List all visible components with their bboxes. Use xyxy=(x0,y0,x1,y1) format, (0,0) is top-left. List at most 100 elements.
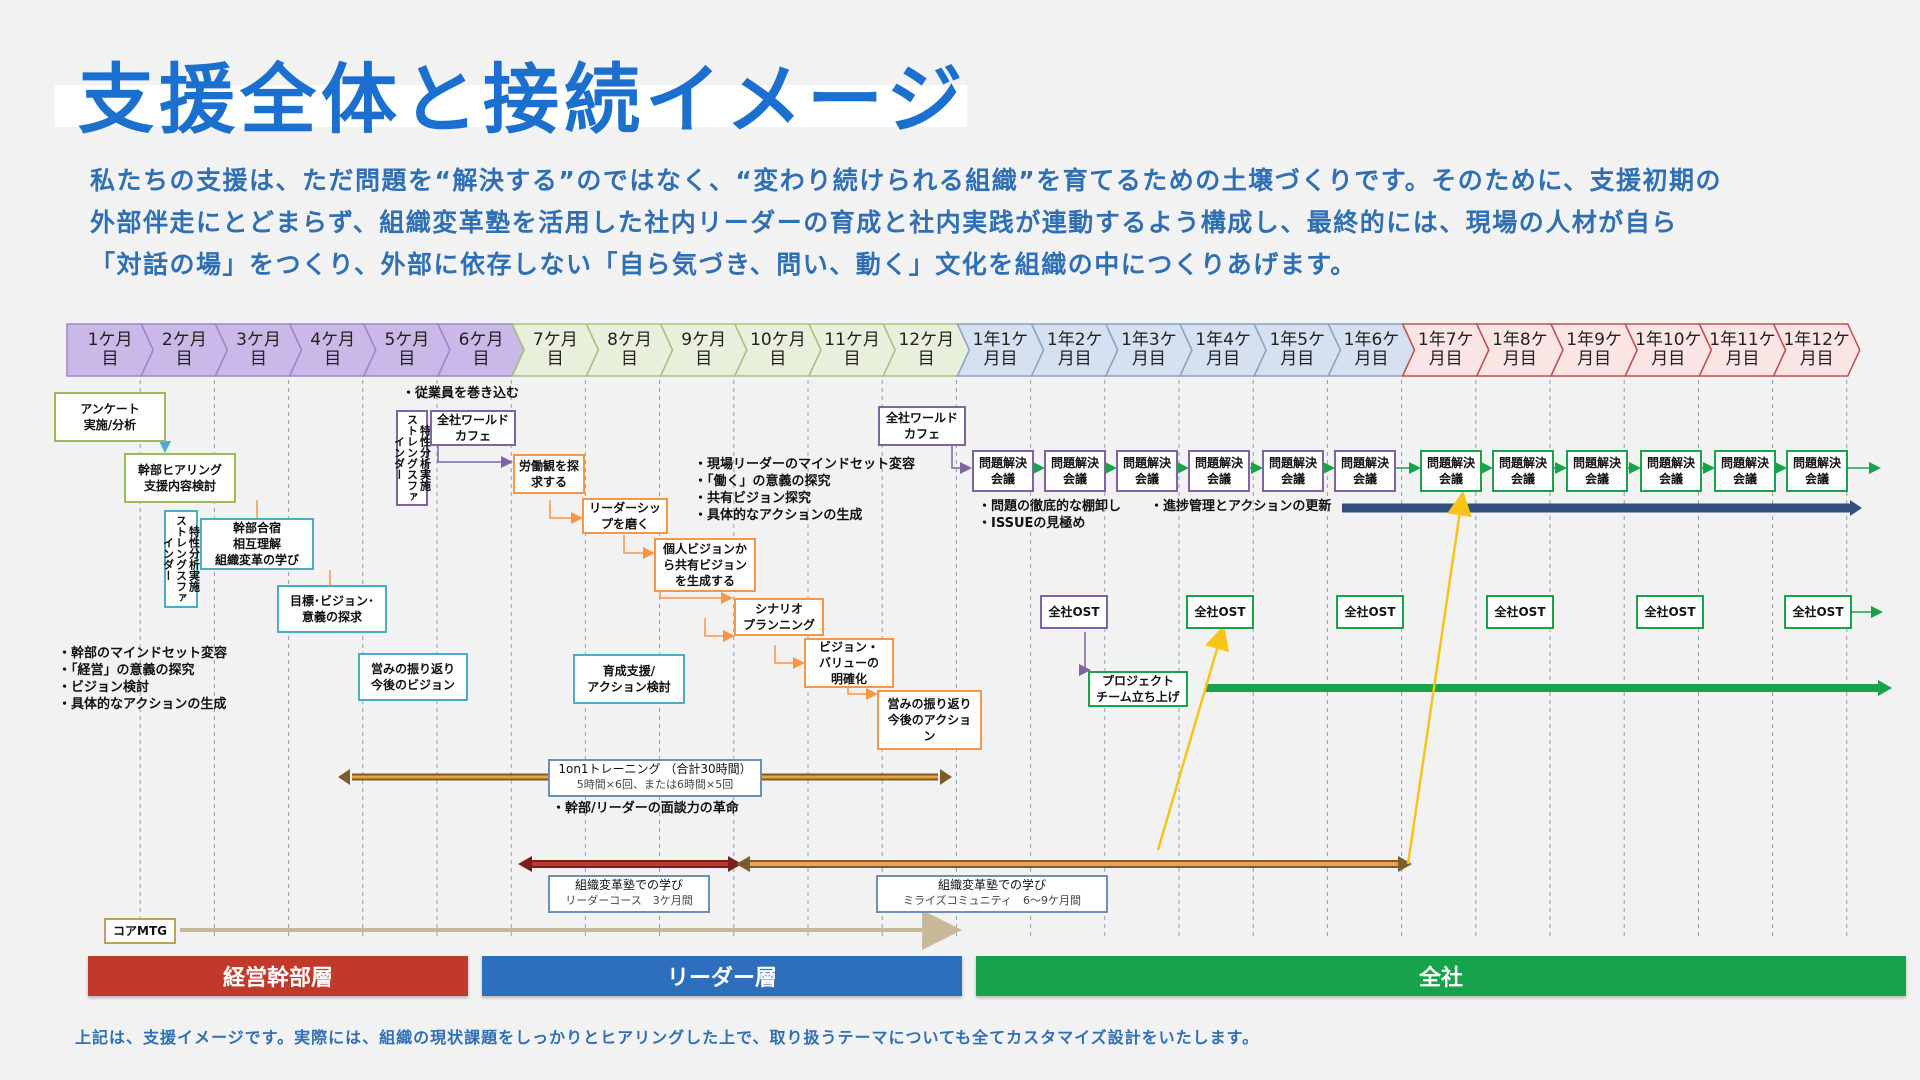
intro-paragraph: 私たちの支援は、ただ問題を“解決する”のではなく、“変わり続けられる組織”を育て… xyxy=(90,160,1860,286)
month-label: 目 xyxy=(324,349,341,369)
problem-meeting-box: 問題解決 会議 xyxy=(1492,450,1554,492)
month-label: 目 xyxy=(547,349,564,369)
problem-meeting-box: 問題解決 会議 xyxy=(1334,450,1396,492)
month-label: 月目 xyxy=(1132,349,1166,369)
problem-meeting-box: 問題解決 会議 xyxy=(1262,450,1324,492)
month-label: 目 xyxy=(398,349,415,369)
month-label: 月目 xyxy=(1651,349,1685,369)
month-label: 月目 xyxy=(1800,349,1834,369)
month-label: 月目 xyxy=(1429,349,1463,369)
problem-meeting-box: 問題解決 会議 xyxy=(1714,450,1776,492)
problem-meeting-box: 問題解決 会議 xyxy=(1420,450,1482,492)
month-label: 月目 xyxy=(1206,349,1240,369)
problem-meeting-box: 問題解決 会議 xyxy=(1786,450,1848,492)
intro-line: 「対話の場」をつくり、外部に依存しない「自ら気づき、問い、動く」文化を組織の中に… xyxy=(90,250,1357,279)
month-label: 目 xyxy=(695,349,712,369)
labor-view-box: 労働観を探 求する xyxy=(513,454,585,494)
month-label: 10ケ月 xyxy=(750,330,806,350)
world-cafe-box: 全社ワールド カフェ xyxy=(430,410,516,446)
month-label: 1ケ月 xyxy=(88,330,133,350)
month-label: 2ケ月 xyxy=(162,330,207,350)
involve-note: ・従業員を巻き込む xyxy=(402,386,520,401)
month-label: 目 xyxy=(176,349,193,369)
month-label: 8ケ月 xyxy=(607,330,652,350)
company-layer-band: 全社 xyxy=(976,956,1906,996)
exec-layer-band: 経営幹部層 xyxy=(88,956,468,996)
power-note: ・幹部/リーダーの面談力の革命 xyxy=(552,801,739,816)
problem-meeting-box: 問題解決 会議 xyxy=(1640,450,1702,492)
problem-notes: ・問題の徹底的な棚卸し ・ISSUEの見極め xyxy=(978,499,1122,531)
month-label: 1年6ケ xyxy=(1344,330,1400,350)
scenario-planning-box: シナリオ プランニング xyxy=(734,598,824,636)
month-label: 月目 xyxy=(1355,349,1389,369)
problem-meeting-box: 問題解決 会議 xyxy=(1116,450,1178,492)
month-label: 目 xyxy=(844,349,861,369)
review-leader-box: 営みの振り返り 今後のアクショ ン xyxy=(877,690,982,750)
month-label: 月目 xyxy=(1058,349,1092,369)
strength-finder-leader-box: 特性分析実施 ストレングスファインダー xyxy=(393,410,432,506)
month-label: 月目 xyxy=(1726,349,1760,369)
survey-box: アンケート 実施/分析 xyxy=(54,392,166,442)
month-label: 月目 xyxy=(984,349,1018,369)
month-label: 1年5ケ xyxy=(1269,330,1325,350)
month-label: 目 xyxy=(621,349,638,369)
exec-hearing-box: 幹部ヒアリング 支援内容検討 xyxy=(124,453,236,503)
support-flow-diagram: アンケート 実施/分析 幹部ヒアリング 支援内容検討 特性分析実施 ストレングス… xyxy=(0,380,1920,1000)
month-label: 11ケ月 xyxy=(824,330,880,350)
month-timeline: 1ケ月目2ケ月目3ケ月目4ケ月目5ケ月目6ケ月目7ケ月目8ケ月目9ケ月目10ケ月… xyxy=(66,323,1861,377)
intro-line: 外部伴走にとどまらず、組織変革塾を活用した社内リーダーの育成と社内実践が連動する… xyxy=(90,208,1678,237)
title-underline-band xyxy=(55,85,967,127)
company-ost-box: 全社OST xyxy=(1784,595,1852,629)
leader-course-label: 組織変革塾での学び リーダーコース 3ケ月間 xyxy=(548,875,710,913)
month-label: 1年4ケ xyxy=(1195,330,1251,350)
page-title: 支援全体と接続イメージ xyxy=(78,55,968,144)
month-label: 6ケ月 xyxy=(459,330,504,350)
month-label: 9ケ月 xyxy=(681,330,726,350)
one-on-one-label: 1on1トレーニング （合計30時間） 5時間×6回、または6時間×5回 xyxy=(548,759,762,797)
exec-camp-box: 幹部合宿 相互理解 組織変革の学び xyxy=(200,518,314,570)
exec-notes: ・幹部のマインドセット変容 ・「経営」の意義の探究 ・ビジョン検討 ・具体的なア… xyxy=(58,646,228,712)
leadership-box: リーダーシッ プを磨く xyxy=(582,498,668,534)
leader-layer-band: リーダー層 xyxy=(482,956,962,996)
month-label: 1年7ケ xyxy=(1418,330,1474,350)
vision-value-box: ビジョン・ バリューの 明確化 xyxy=(804,638,894,688)
month-label: 目 xyxy=(102,349,119,369)
month-label: 月目 xyxy=(1280,349,1314,369)
month-label: 1年11ケ xyxy=(1709,330,1775,350)
month-label: 月目 xyxy=(1577,349,1611,369)
leader-notes: ・現場リーダーのマインドセット変容 ・「働く」の意義の探究 ・共有ビジョン探究 … xyxy=(694,457,916,523)
month-label: 1年2ケ xyxy=(1047,330,1103,350)
month-label: 月目 xyxy=(1503,349,1537,369)
personal-vision-box: 個人ビジョンか ら共有ビジョン を生成する xyxy=(654,538,756,592)
month-label: 目 xyxy=(250,349,267,369)
problem-meeting-box: 問題解決 会議 xyxy=(1188,450,1250,492)
month-label: 4ケ月 xyxy=(310,330,355,350)
month-label: 7ケ月 xyxy=(533,330,578,350)
core-mtg-box: コアMTG xyxy=(104,918,176,944)
month-label: 1年12ケ xyxy=(1783,330,1849,350)
month-label: 1年10ケ xyxy=(1635,330,1701,350)
world-cafe-company-box: 全社ワールド カフェ xyxy=(878,406,966,446)
footer-note: 上記は、支援イメージです。実際には、組織の現状課題をしっかりとヒアリングした上で… xyxy=(75,1028,1260,1047)
month-label: 1年8ケ xyxy=(1492,330,1548,350)
